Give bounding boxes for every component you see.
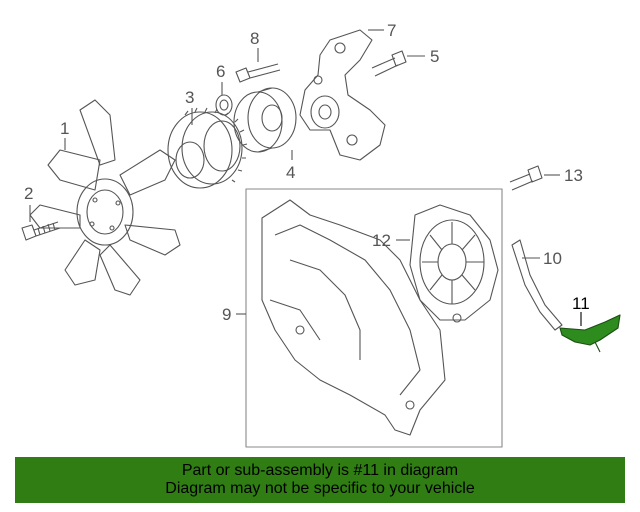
callout-2: 2 — [24, 184, 33, 203]
callout-4: 4 — [286, 163, 295, 182]
callout-13: 13 — [564, 166, 583, 185]
callout-5: 5 — [430, 47, 439, 66]
fan-bolt — [21, 221, 61, 241]
assembly-frame — [245, 188, 503, 448]
fan-bracket — [299, 29, 386, 161]
banner-line-2: Diagram may not be specific to your vehi… — [165, 480, 475, 497]
fan-motor — [409, 204, 499, 323]
callout-8: 8 — [250, 29, 259, 48]
banner-line-1: Part or sub-assembly is #11 in diagram — [181, 462, 459, 479]
washer — [215, 94, 233, 116]
callout-10: 10 — [543, 249, 562, 268]
leader-lines — [29, 29, 582, 326]
callout-12: 12 — [372, 231, 391, 250]
callout-labels: 1 2 3 6 8 4 7 5 13 12 10 9 11 — [24, 21, 590, 324]
fan-shroud — [261, 199, 446, 436]
fan-clutch — [167, 107, 248, 189]
pulley — [233, 87, 297, 153]
bracket-bolt — [371, 50, 407, 77]
callout-1: 1 — [60, 119, 69, 138]
callout-6: 6 — [216, 62, 225, 81]
info-banner: Part or sub-assembly is #11 in diagram D… — [15, 457, 625, 503]
shroud-bolt — [509, 165, 543, 191]
callout-3: 3 — [185, 88, 194, 107]
pulley-bolt — [235, 63, 281, 83]
callout-9: 9 — [222, 305, 231, 324]
shield-bracket — [511, 239, 563, 331]
callout-7: 7 — [387, 21, 396, 40]
parts-diagram: 1 2 3 6 8 4 7 5 13 12 10 9 11 — [21, 21, 621, 448]
callout-11: 11 — [572, 294, 590, 313]
fan-blade-assembly — [29, 99, 181, 296]
highlighted-part-11 — [559, 314, 621, 353]
